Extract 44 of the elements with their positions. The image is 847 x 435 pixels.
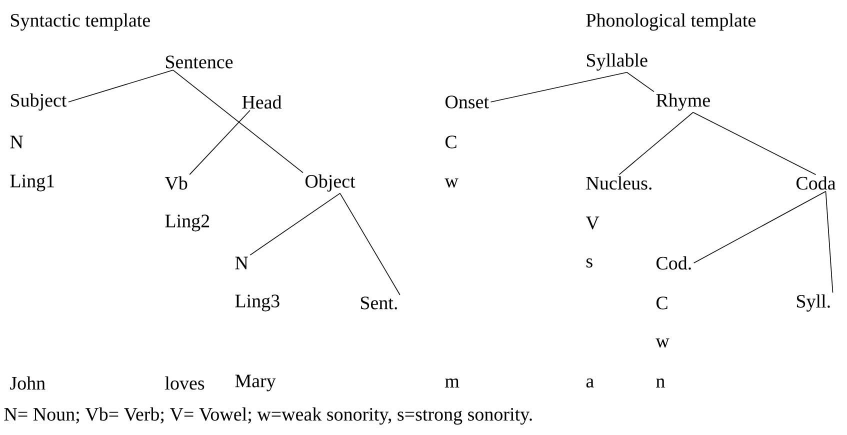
tree-branch xyxy=(172,70,304,174)
tree-label: Onset xyxy=(445,96,489,108)
label: w xyxy=(656,338,670,348)
label: Phonological template xyxy=(586,13,756,31)
label: n xyxy=(656,378,665,388)
tree-branch xyxy=(250,192,340,256)
tree-branch xyxy=(626,72,654,92)
tree-branch xyxy=(189,110,250,175)
tree-label: Object xyxy=(306,174,356,192)
label: loves xyxy=(165,376,204,390)
label: V xyxy=(586,216,600,230)
tree-label: Sent. xyxy=(360,296,397,310)
tree-branch xyxy=(693,190,826,264)
label: C xyxy=(656,296,668,310)
tree-branch xyxy=(68,70,174,102)
tree-label: Vb xyxy=(164,176,188,190)
tree-label: Cod. xyxy=(656,256,691,270)
label: w xyxy=(444,178,458,188)
label: a xyxy=(586,378,594,388)
tree-label: Syllable xyxy=(586,53,648,71)
label: Syntactic template xyxy=(10,13,150,31)
tree-branch xyxy=(340,192,400,296)
tree-label: Coda xyxy=(796,176,836,190)
tree-label: Sentence xyxy=(166,56,233,68)
label: m xyxy=(445,378,460,388)
tree-label: N xyxy=(235,256,248,270)
label: Ling2 xyxy=(165,214,210,232)
tree-label: Head xyxy=(242,95,282,109)
tree-branch xyxy=(825,190,834,294)
label: Ling1 xyxy=(10,174,54,192)
label: John xyxy=(10,376,46,390)
label: C xyxy=(445,136,456,148)
tree-label: Syll. xyxy=(796,294,830,312)
label: N xyxy=(10,136,23,148)
tree-branch xyxy=(618,112,694,175)
label: Mary xyxy=(235,374,276,392)
tree-label: Nucleus. xyxy=(586,176,652,190)
tree-label: Subject xyxy=(10,93,67,111)
label: s xyxy=(586,258,592,268)
tree-branch xyxy=(490,72,628,102)
caption: N= Noun; Vb= Verb; V= Vowel; w=weak sonority, s=strong sonority. xyxy=(4,407,532,425)
label: Ling3 xyxy=(235,294,280,312)
tree-label: Rhyme xyxy=(656,93,710,111)
tree-branch xyxy=(692,112,816,176)
